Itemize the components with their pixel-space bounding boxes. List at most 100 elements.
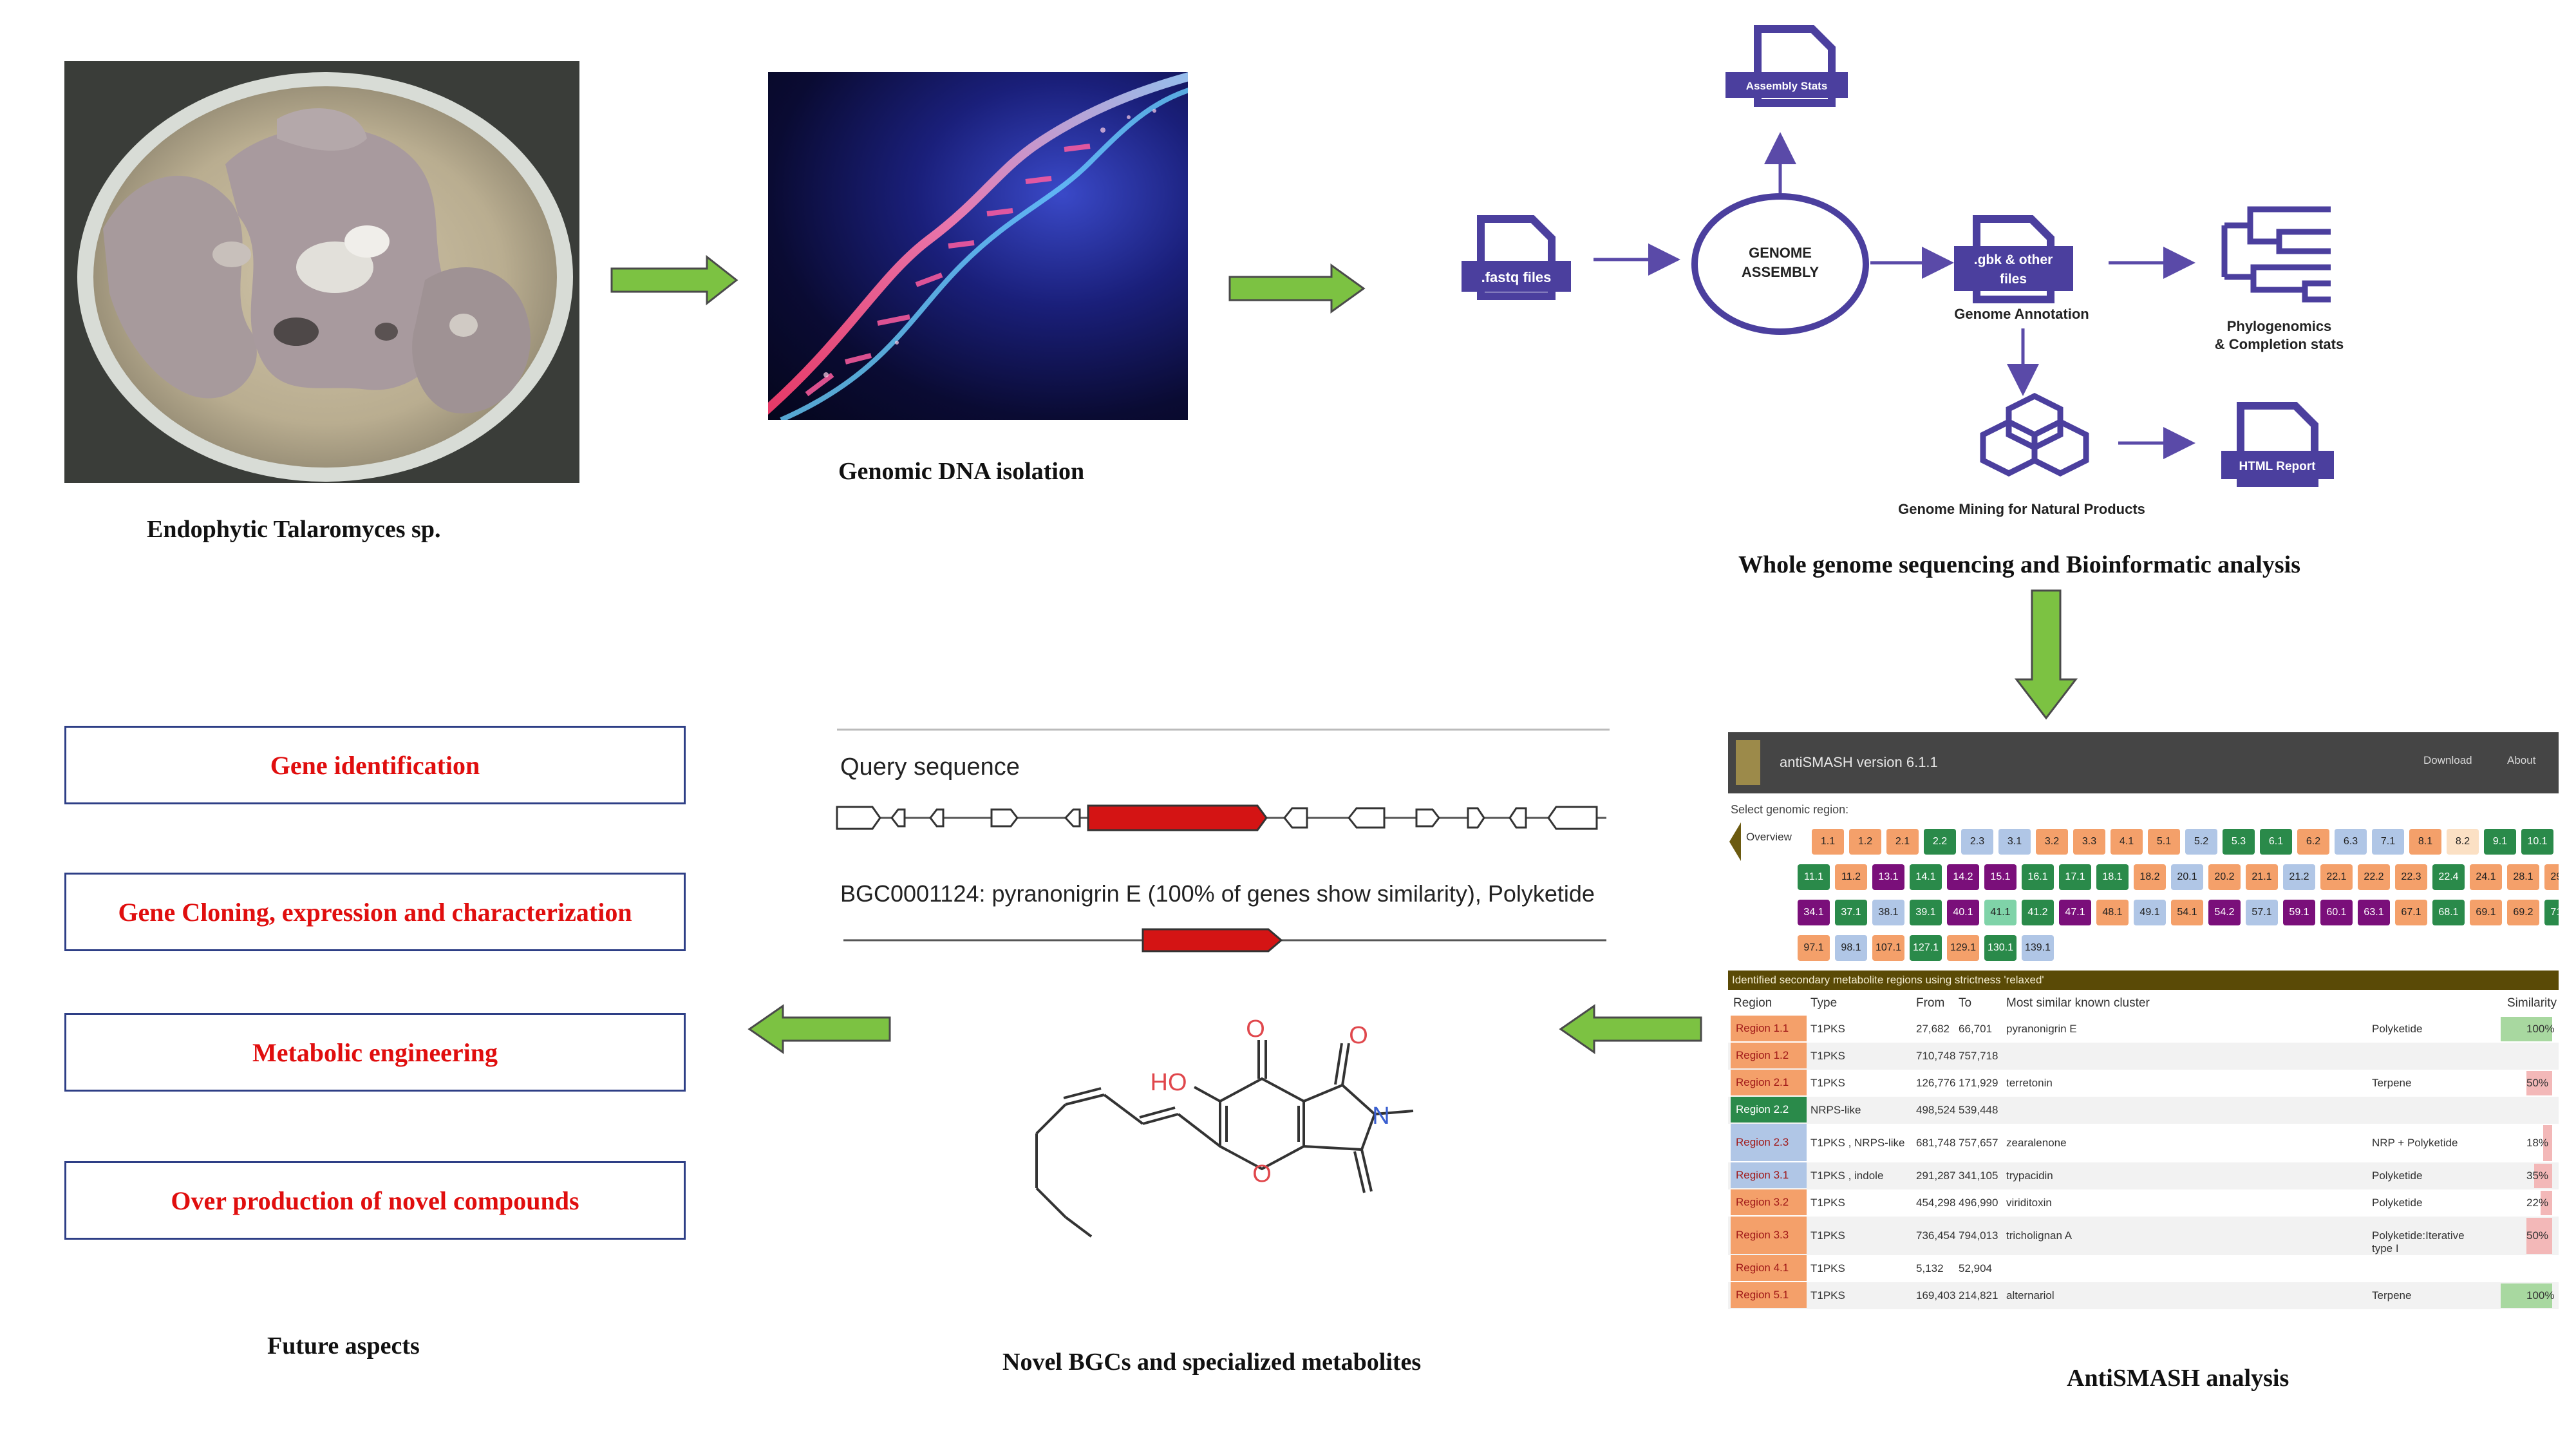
molecule-rings-icon: [1980, 392, 2089, 477]
region-to: 539,448: [1959, 1104, 1998, 1116]
region-chip[interactable]: 10.1: [2521, 829, 2553, 855]
cluster-link[interactable]: terretonin: [2006, 1077, 2053, 1089]
region-chip[interactable]: 14.1: [1910, 864, 1942, 890]
region-chip[interactable]: 5.1: [2148, 829, 2180, 855]
region-chip[interactable]: 6.3: [2335, 829, 2367, 855]
region-chip[interactable]: 48.1: [2096, 900, 2129, 925]
region-chip[interactable]: 54.2: [2208, 900, 2241, 925]
region-link[interactable]: Region 2.1: [1731, 1070, 1807, 1095]
region-chip[interactable]: 8.1: [2409, 829, 2441, 855]
regions-section-header: Identified secondary metabolite regions …: [1728, 971, 2559, 990]
region-chip[interactable]: 11.2: [1835, 864, 1867, 890]
region-link[interactable]: Region 3.1: [1731, 1162, 1807, 1188]
cluster-link[interactable]: tricholignan A: [2006, 1229, 2073, 1242]
region-chip[interactable]: 97.1: [1798, 935, 1830, 961]
region-chip[interactable]: 20.2: [2208, 864, 2241, 890]
region-chip[interactable]: 8.2: [2447, 829, 2479, 855]
similarity-bar: [2543, 1125, 2552, 1161]
region-link[interactable]: Region 1.2: [1731, 1043, 1807, 1068]
cluster-link[interactable]: alternariol: [2006, 1289, 2054, 1302]
region-chip[interactable]: 69.2: [2507, 900, 2539, 925]
region-chip[interactable]: 6.1: [2260, 829, 2292, 855]
region-chip[interactable]: 20.1: [2171, 864, 2203, 890]
region-chip[interactable]: 34.1: [1798, 900, 1830, 925]
region-chip[interactable]: 1.2: [1849, 829, 1881, 855]
region-link[interactable]: Region 1.1: [1731, 1016, 1807, 1041]
region-chip[interactable]: 5.3: [2223, 829, 2255, 855]
region-chip[interactable]: 22.2: [2358, 864, 2390, 890]
region-chip[interactable]: 2.1: [1886, 829, 1919, 855]
region-chip[interactable]: 49.1: [2134, 900, 2166, 925]
region-chip[interactable]: 2.2: [1924, 829, 1956, 855]
region-chip[interactable]: 37.1: [1835, 900, 1867, 925]
region-chip[interactable]: 139.1: [2022, 935, 2054, 961]
region-chip[interactable]: 22.3: [2395, 864, 2427, 890]
cluster-link[interactable]: trypacidin: [2006, 1170, 2053, 1182]
region-chip[interactable]: 11.1: [1798, 864, 1830, 890]
region-link[interactable]: Region 2.3: [1731, 1124, 1807, 1161]
region-link[interactable]: Region 2.2: [1731, 1097, 1807, 1122]
cluster-link[interactable]: pyranonigrin E: [2006, 1023, 2077, 1035]
region-chip[interactable]: 63.1: [2358, 900, 2390, 925]
region-chip[interactable]: 68.1: [2432, 900, 2465, 925]
region-chip[interactable]: 130.1: [1984, 935, 2017, 961]
region-to: 757,657: [1959, 1137, 1998, 1149]
region-chip[interactable]: 41.2: [2022, 900, 2054, 925]
region-chip[interactable]: 59.1: [2283, 900, 2315, 925]
region-chip[interactable]: 22.1: [2320, 864, 2353, 890]
region-chip[interactable]: 2.3: [1961, 829, 1993, 855]
region-chip[interactable]: 40.1: [1947, 900, 1979, 925]
region-chip[interactable]: 22.4: [2432, 864, 2465, 890]
region-chip[interactable]: 3.1: [1998, 829, 2031, 855]
region-chip[interactable]: 1.1: [1812, 829, 1844, 855]
region-chip[interactable]: 3.3: [2073, 829, 2105, 855]
region-chip[interactable]: 107.1: [1872, 935, 1904, 961]
region-chip[interactable]: 4.1: [2111, 829, 2143, 855]
cluster-type: NRP + Polyketide: [2372, 1137, 2458, 1149]
region-chip[interactable]: 98.1: [1835, 935, 1867, 961]
region-chip[interactable]: 69.1: [2470, 900, 2502, 925]
future-box-gene-identification: Gene identification: [64, 726, 686, 804]
region-chip[interactable]: 67.1: [2395, 900, 2427, 925]
region-chip[interactable]: 21.1: [2246, 864, 2278, 890]
genome-assembly-label-1: GENOME: [1749, 245, 1812, 261]
region-chip[interactable]: 7.1: [2372, 829, 2404, 855]
cluster-link[interactable]: viriditoxin: [2006, 1197, 2052, 1209]
region-from: 5,132: [1916, 1262, 1944, 1274]
region-chip[interactable]: 54.1: [2171, 900, 2203, 925]
region-chip[interactable]: 47.1: [2059, 900, 2091, 925]
region-chip[interactable]: 129.1: [1947, 935, 1979, 961]
region-chip[interactable]: 3.2: [2036, 829, 2068, 855]
overview-link[interactable]: Overview: [1746, 831, 1792, 843]
region-chip[interactable]: 5.2: [2185, 829, 2217, 855]
download-link[interactable]: Download: [2423, 754, 2472, 766]
region-chip[interactable]: 39.1: [1910, 900, 1942, 925]
antismash-screenshot: antiSMASH version 6.1.1 Download About S…: [1728, 732, 2559, 1338]
region-link[interactable]: Region 4.1: [1731, 1255, 1807, 1281]
region-link[interactable]: Region 5.1: [1731, 1282, 1807, 1308]
region-chip[interactable]: 9.1: [2484, 829, 2516, 855]
region-chip[interactable]: 21.2: [2283, 864, 2315, 890]
region-chip[interactable]: 29.1: [2544, 864, 2559, 890]
region-chip[interactable]: 14.2: [1947, 864, 1979, 890]
region-chip[interactable]: 60.1: [2320, 900, 2353, 925]
region-chip[interactable]: 28.1: [2507, 864, 2539, 890]
region-chip[interactable]: 16.1: [2022, 864, 2054, 890]
region-chip[interactable]: 18.2: [2134, 864, 2166, 890]
region-chip[interactable]: 17.1: [2059, 864, 2091, 890]
region-chip[interactable]: 57.1: [2246, 900, 2278, 925]
about-link[interactable]: About: [2507, 754, 2536, 766]
region-chip[interactable]: 38.1: [1872, 900, 1904, 925]
region-link[interactable]: Region 3.2: [1731, 1189, 1807, 1215]
region-link[interactable]: Region 3.3: [1731, 1217, 1807, 1254]
region-chip[interactable]: 24.1: [2470, 864, 2502, 890]
region-chip[interactable]: 13.1: [1872, 864, 1904, 890]
region-chip[interactable]: 71.1: [2544, 900, 2559, 925]
region-chip[interactable]: 6.2: [2297, 829, 2329, 855]
green-arrow-right-2: [1228, 263, 1366, 314]
region-chip[interactable]: 41.1: [1984, 900, 2017, 925]
region-chip[interactable]: 127.1: [1910, 935, 1942, 961]
region-chip[interactable]: 18.1: [2096, 864, 2129, 890]
cluster-link[interactable]: zearalenone: [2006, 1137, 2067, 1149]
region-chip[interactable]: 15.1: [1984, 864, 2017, 890]
